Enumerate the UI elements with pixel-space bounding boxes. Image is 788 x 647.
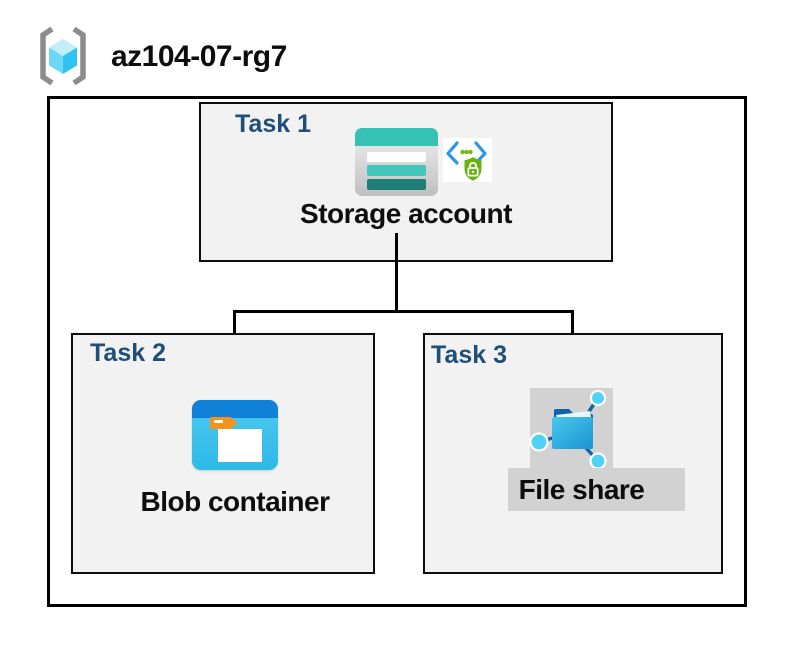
task2-label: Task 2 bbox=[90, 339, 166, 367]
shared-access-signature-icon bbox=[443, 138, 492, 182]
task3-label: Task 3 bbox=[431, 341, 507, 369]
file-share-label-backing: File share bbox=[508, 468, 685, 511]
blob-container-icon-tab bbox=[210, 417, 238, 429]
blob-container-label: Blob container bbox=[140, 486, 330, 517]
file-share-icon bbox=[529, 389, 607, 470]
resource-group-icon bbox=[40, 26, 86, 86]
blob-container-icon bbox=[192, 400, 278, 470]
resource-group-name: az104-07-rg7 bbox=[111, 40, 287, 73]
blob-container-icon-tab-dash bbox=[214, 420, 223, 423]
connector-storage-trunk bbox=[395, 233, 398, 312]
storage-account-icon bbox=[355, 128, 438, 196]
file-share-label: File share bbox=[518, 474, 645, 505]
storage-account-label: Storage account bbox=[300, 198, 512, 229]
connector-branch-horizontal bbox=[233, 310, 574, 313]
blob-container-icon-band bbox=[192, 400, 278, 418]
blob-container-icon-folder bbox=[218, 429, 262, 462]
task1-label: Task 1 bbox=[235, 110, 311, 138]
